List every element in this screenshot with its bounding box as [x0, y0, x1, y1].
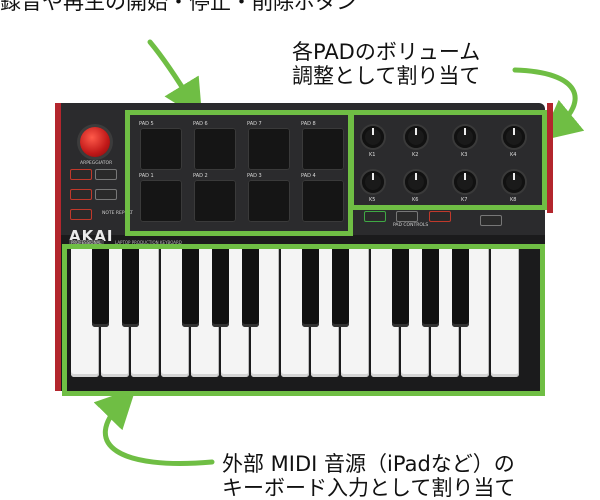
- knobs-annotation: 各PADのボリューム 調整として割り当て: [292, 40, 480, 88]
- knobs-annotation-line1: 各PADのボリューム: [292, 40, 481, 64]
- pad-label: PAD 3: [247, 173, 262, 179]
- pad-label: PAD 8: [301, 121, 316, 127]
- white-key[interactable]: [491, 249, 519, 377]
- akai-logo-sub: PROFESSIONAL: [69, 240, 104, 245]
- pad-controls-label: PAD CONTROLS: [393, 223, 429, 228]
- keyboard-highlight-box: [62, 244, 545, 396]
- black-key[interactable]: [332, 249, 349, 327]
- black-key[interactable]: [422, 249, 439, 327]
- black-key[interactable]: [302, 249, 319, 327]
- knob-k4[interactable]: [503, 126, 525, 148]
- pad-label: PAD 2: [193, 173, 208, 179]
- pad-label: PAD 7: [247, 121, 262, 127]
- knob-k1[interactable]: [362, 126, 384, 148]
- pad-label: PAD 4: [301, 173, 316, 179]
- knob-k6[interactable]: [405, 171, 427, 193]
- arrow-to-knobs: [512, 67, 585, 141]
- pad-6[interactable]: [194, 128, 236, 170]
- pad-7[interactable]: [248, 128, 290, 170]
- knob-label: K1: [369, 152, 376, 158]
- prog-select-button[interactable]: [480, 215, 502, 226]
- right-red-strip: [547, 103, 553, 213]
- prog-change-button[interactable]: [429, 211, 451, 222]
- knob-label: K5: [369, 197, 376, 203]
- pad-label: PAD 5: [139, 121, 154, 127]
- black-key[interactable]: [212, 249, 229, 327]
- knob-k7[interactable]: [454, 171, 476, 193]
- pad-label: PAD 6: [193, 121, 208, 127]
- knob-label: K2: [412, 152, 419, 158]
- black-key[interactable]: [242, 249, 259, 327]
- bank-button[interactable]: [364, 211, 386, 222]
- knob-label: K4: [510, 152, 517, 158]
- note-repeat-label: NOTE REPEAT: [102, 211, 133, 216]
- pad-5[interactable]: [140, 128, 182, 170]
- control-panel: [55, 103, 545, 235]
- pads-highlight-box: [125, 110, 353, 236]
- tagline: LAPTOP PRODUCTION KEYBOARD: [115, 240, 182, 245]
- knob-k8[interactable]: [503, 171, 525, 193]
- pad-2[interactable]: [194, 180, 236, 222]
- pad-3[interactable]: [248, 180, 290, 222]
- keyboard-annotation: 外部 MIDI 音源（iPadなど）の キーボード入力として割り当て: [222, 452, 515, 500]
- arrow-to-keyboard: [93, 387, 215, 466]
- arp-on-button[interactable]: [70, 169, 92, 180]
- knobs-annotation-line2: 調整として割り当て: [292, 64, 481, 88]
- octave-down-button[interactable]: [70, 189, 92, 200]
- midi-controller: ARPEGGIATOR NOTE REPEAT PAD 5 PAD 6 PAD …: [55, 103, 553, 393]
- tap-tempo-button[interactable]: [70, 209, 92, 220]
- keyboard-annotation-line1: 外部 MIDI 音源（iPadなど）の: [222, 452, 515, 476]
- pad-8[interactable]: [302, 128, 344, 170]
- keyboard-annotation-line2: キーボード入力として割り当て: [222, 476, 516, 500]
- knob-label: K8: [510, 197, 517, 203]
- knob-k5[interactable]: [362, 171, 384, 193]
- joystick-knob[interactable]: [80, 127, 110, 157]
- knob-label: K3: [461, 152, 468, 158]
- pad-1[interactable]: [140, 180, 182, 222]
- cc-button[interactable]: [396, 211, 418, 222]
- arp-latch-button[interactable]: [95, 169, 117, 180]
- knob-label: K7: [461, 197, 468, 203]
- pad-4[interactable]: [302, 180, 344, 222]
- octave-up-button[interactable]: [95, 189, 117, 200]
- black-key[interactable]: [392, 249, 409, 327]
- knobs-highlight-box: [349, 110, 547, 210]
- left-red-strip: [55, 103, 61, 391]
- knob-k3[interactable]: [454, 126, 476, 148]
- pad-label: PAD 1: [139, 173, 154, 179]
- black-key[interactable]: [452, 249, 469, 327]
- arpeggiator-label: ARPEGGIATOR: [80, 161, 113, 166]
- black-key[interactable]: [92, 249, 109, 327]
- black-key[interactable]: [122, 249, 139, 327]
- knob-label: K6: [412, 197, 419, 203]
- knob-k2[interactable]: [405, 126, 427, 148]
- pads-annotation: 録音や再生の開始・停止・削除ボタン: [0, 0, 357, 14]
- arrow-to-pads: [147, 39, 203, 121]
- black-key[interactable]: [182, 249, 199, 327]
